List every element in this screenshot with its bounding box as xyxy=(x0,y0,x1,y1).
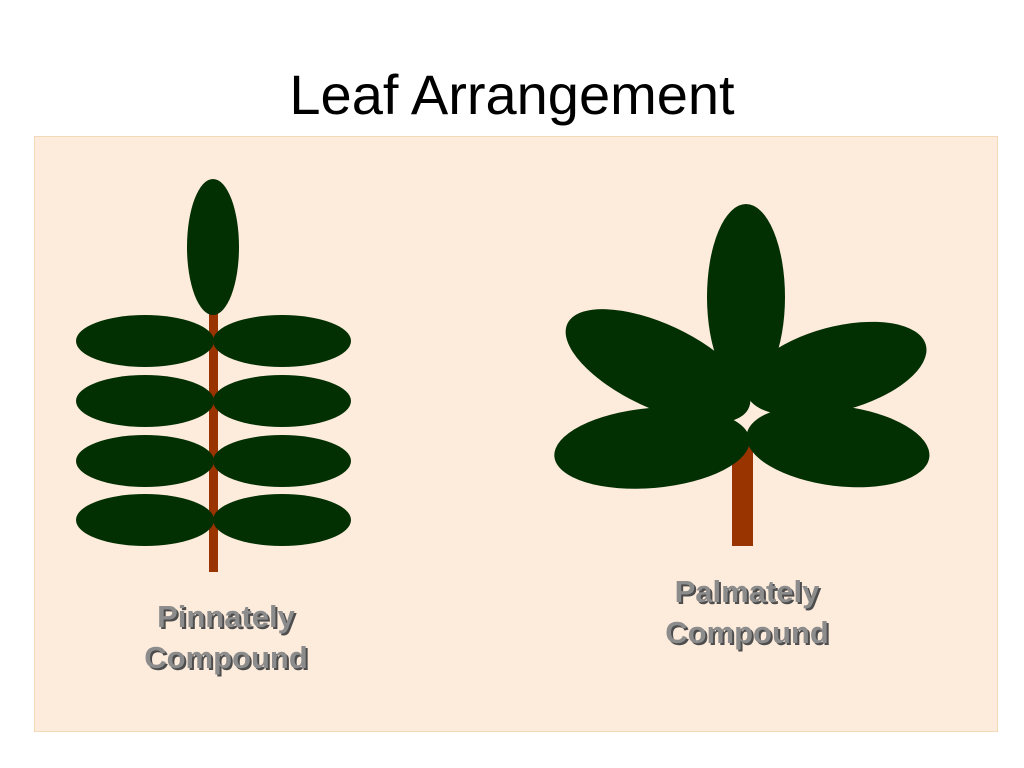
pinnate-leaflet-right-4 xyxy=(213,494,351,546)
pinnate-leaf xyxy=(76,179,351,572)
palmate-leaf xyxy=(554,204,930,546)
pinnate-leaflet-left-3 xyxy=(76,435,214,487)
palmate-caption-line2: Compound xyxy=(665,615,829,650)
palmate-leaflet-lower-right xyxy=(746,404,930,488)
pinnate-stem xyxy=(209,300,218,572)
palmate-leaflet-lower-left xyxy=(554,407,750,489)
pinnate-leaflet-right-3 xyxy=(213,435,351,487)
pinnate-leaflet-left-4 xyxy=(76,494,214,546)
pinnate-caption-line2: Compound xyxy=(144,640,308,675)
palmate-leaflet-upper-right xyxy=(745,321,927,417)
pinnate-leaflet-left-2 xyxy=(76,375,214,427)
pinnate-terminal-leaflet xyxy=(187,179,239,315)
pinnate-leaflet-right-2 xyxy=(213,375,351,427)
palmate-caption: Palmately Compound xyxy=(617,571,877,653)
pinnate-leaflet-left-1 xyxy=(76,315,214,367)
pinnate-caption-line1: Pinnately xyxy=(157,599,295,634)
palmate-caption-line1: Palmately xyxy=(674,574,820,609)
palmate-leaflet-top xyxy=(707,204,785,390)
palmate-leaflet-upper-left xyxy=(565,309,751,423)
palmate-stem xyxy=(732,440,753,546)
slide-title: Leaf Arrangement xyxy=(289,63,735,126)
pinnate-caption: Pinnately Compound xyxy=(96,596,356,678)
pinnate-leaflet-right-1 xyxy=(213,315,351,367)
